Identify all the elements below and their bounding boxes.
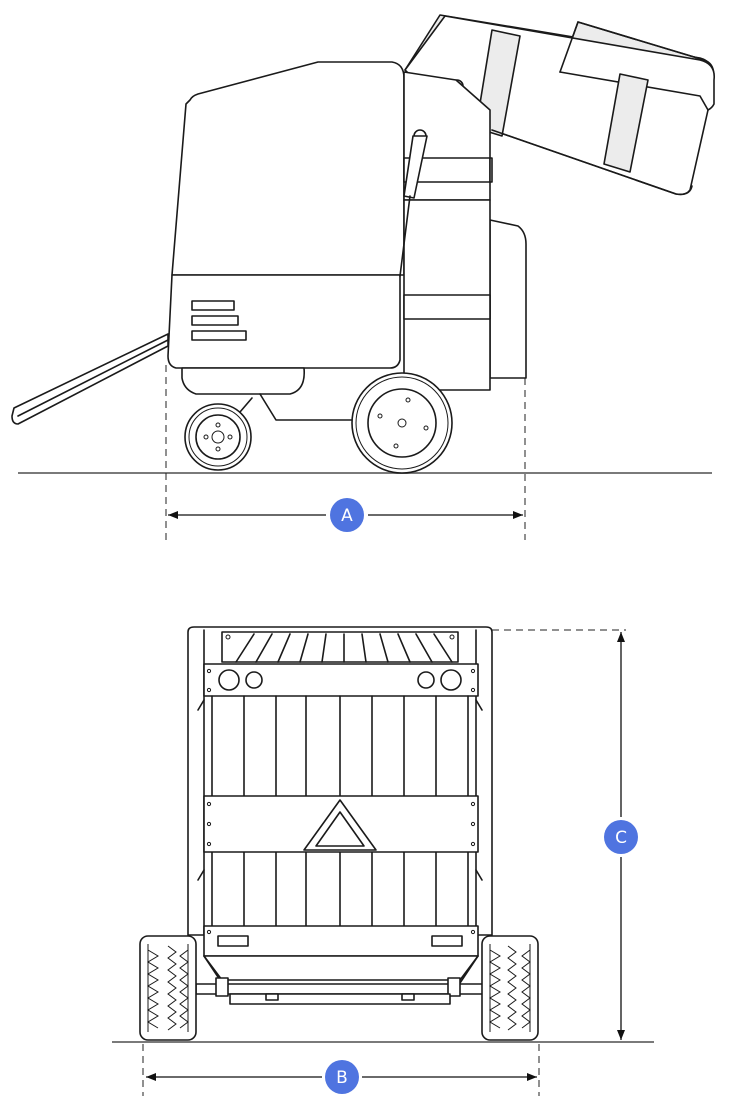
front-wheel-side (184, 397, 253, 471)
dimension-c-label: C (615, 828, 627, 848)
rear-wheel-side (351, 372, 453, 474)
lower-chassis (195, 955, 487, 1005)
baler-body (167, 61, 527, 421)
dimension-c: C (604, 632, 638, 1040)
pickup-ramp (11, 333, 169, 425)
dimension-b-label: B (336, 1068, 348, 1088)
light-bar (203, 663, 479, 697)
tailgate-open (404, 14, 716, 196)
right-tire-rear (481, 935, 539, 1041)
left-tire-rear (139, 935, 197, 1041)
warning-triangle-icon (303, 799, 377, 851)
dimension-a: A (168, 498, 523, 532)
bottom-bar (203, 925, 479, 957)
baler-side-view (11, 14, 716, 545)
dimension-c-badge (604, 820, 638, 854)
baler-rear-view (112, 626, 654, 1096)
dimension-b-badge (325, 1060, 359, 1094)
top-slats (221, 631, 459, 663)
dimension-b: B (146, 1060, 537, 1094)
dimension-a-badge (330, 498, 364, 532)
dimension-a-label: A (341, 506, 353, 526)
